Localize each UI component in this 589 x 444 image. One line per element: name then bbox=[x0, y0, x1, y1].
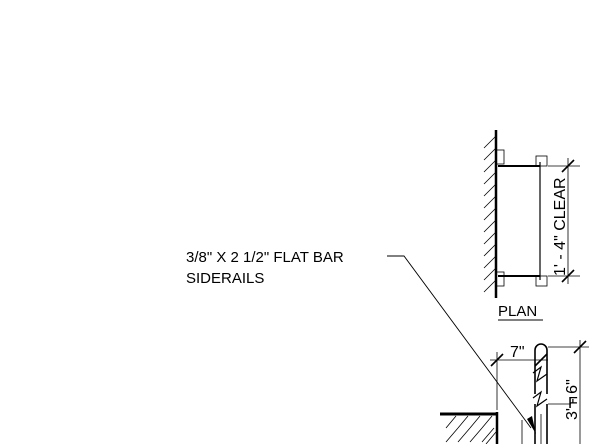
note-leader-line bbox=[387, 255, 532, 429]
plan-dimension-tick-top bbox=[561, 159, 575, 173]
plan-bracket-bottom bbox=[495, 271, 505, 287]
elevation-view: 7" 3' - 6" F bbox=[440, 340, 589, 444]
offset-tick-right bbox=[534, 353, 548, 367]
plan-view-label: PLAN bbox=[498, 303, 537, 320]
height-tick-top bbox=[573, 340, 587, 354]
plan-bracket-top bbox=[495, 149, 505, 165]
offset-tick-left bbox=[490, 353, 504, 367]
plan-rail-end-bottom bbox=[535, 275, 548, 287]
note-leader-arrow bbox=[527, 416, 536, 434]
partial-label: F bbox=[568, 395, 578, 412]
plan-dimension-tick-bottom bbox=[561, 269, 575, 283]
note-line-1: 3/8" X 2 1/2" FLAT BAR bbox=[186, 249, 344, 266]
plan-view: 1' - 4" CLEAR PLAN bbox=[483, 130, 580, 321]
elevation-break-lower bbox=[532, 390, 548, 408]
plan-rail-end-top bbox=[535, 155, 548, 167]
siderail-note: 3/8" X 2 1/2" FLAT BAR SIDERAILS bbox=[186, 249, 536, 434]
elevation-rail-top bbox=[534, 343, 548, 394]
note-line-2: SIDERAILS bbox=[186, 270, 264, 287]
floor-hatch bbox=[445, 415, 497, 444]
plan-wall-hatch bbox=[483, 135, 497, 293]
elevation-break-upper bbox=[532, 365, 548, 383]
plan-clear-dimension: 1' - 4" CLEAR bbox=[552, 177, 569, 276]
offset-dimension: 7" bbox=[510, 344, 525, 361]
height-dimension: 3' - 6" bbox=[564, 379, 581, 420]
